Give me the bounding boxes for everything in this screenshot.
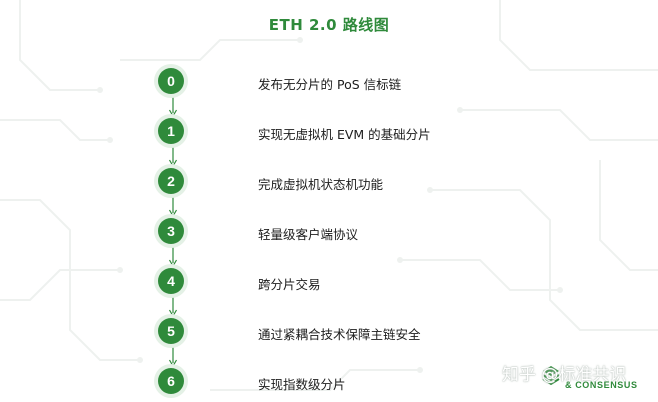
step-label-6: 实现指数级分片 [258,377,346,392]
watermark-sub: & CONSENSUS [565,380,638,390]
arrow-down-icon [168,96,178,118]
consensus-logo-icon [542,366,560,386]
arrow-down-icon [168,346,178,368]
step-node-6: 6 [158,368,184,394]
step-label-3: 轻量级客户端协议 [258,227,359,242]
arrow-down-icon [168,246,178,268]
step-node-0: 0 [158,68,184,94]
step-label-2: 完成虚拟机状态机功能 [258,177,384,192]
step-label-5: 通过紧耦合技术保障主链安全 [258,327,421,342]
arrow-down-icon [168,146,178,168]
step-label-0: 发布无分片的 PoS 信标链 [258,77,402,92]
arrow-down-icon [168,196,178,218]
step-node-4: 4 [158,268,184,294]
page-title: ETH 2.0 路线图 [268,16,390,34]
step-node-2: 2 [158,168,184,194]
step-label-1: 实现无虚拟机 EVM 的基础分片 [258,127,431,142]
arrow-down-icon [168,296,178,318]
watermark-text: 知乎 @标准共识 [502,365,627,385]
step-label-4: 跨分片交易 [258,277,321,292]
step-node-5: 5 [158,318,184,344]
step-node-1: 1 [158,118,184,144]
step-node-3: 3 [158,218,184,244]
